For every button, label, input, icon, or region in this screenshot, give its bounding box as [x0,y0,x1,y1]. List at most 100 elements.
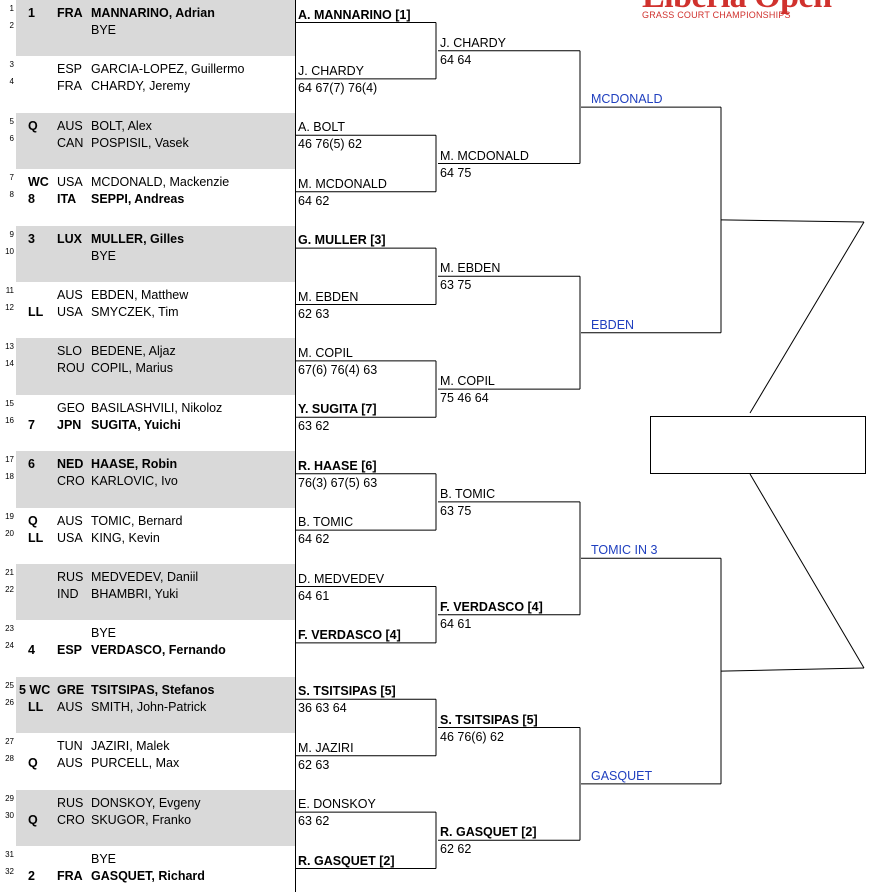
nationality: IND [57,587,79,601]
draw-position: 19 [5,511,14,521]
r2-score: 36 63 64 [298,701,347,716]
r3-winner: M. EBDEN [440,261,501,276]
qf-winner: TOMIC IN 3 [591,543,658,558]
player-name: BYE [91,852,117,866]
nationality: FRA [57,6,83,20]
player-name: POSPISIL, Vasek [91,135,189,150]
player-name: KING, Kevin [91,530,160,545]
match-shade [16,451,295,508]
nationality: LUX [57,231,82,246]
seed: Q [28,756,38,771]
nationality: GRE [57,682,85,697]
match-shade [16,225,295,282]
r3-winner: M. MCDONALD [440,148,529,163]
seed: LL [28,699,44,714]
qf-winner: GASQUET [591,768,653,783]
qf-winner: EBDEN [591,317,635,332]
draw-position: 13 [5,342,14,352]
nationality: FRA [57,79,82,94]
r2-score: 67(6) 76(4) 63 [298,362,378,377]
r2-winner: A. MANNARINO [1] [298,7,411,22]
r2-winner: M. JAZIRI [298,740,354,755]
draw-position: 3 [9,60,14,70]
player-name: HAASE, Robin [91,457,178,472]
r3-score: 62 62 [440,842,472,857]
seed: Q [28,812,38,827]
nationality: NED [57,457,84,472]
player-name: MULLER, Gilles [91,231,185,246]
draw-position: 7 [9,173,14,183]
draw-position: 16 [5,415,14,425]
draw-position: 15 [5,398,14,408]
r2-winner: Y. SUGITA [7] [298,402,377,417]
nationality: RUS [57,795,84,810]
nationality: AUS [57,513,83,528]
nationality: CRO [57,812,85,827]
player-name: MEDVEDEV, Daniil [91,570,199,584]
seed: LL [28,305,44,319]
player-name: BYE [91,626,117,641]
nationality: USA [57,175,83,190]
r2-winner: A. BOLT [298,120,346,135]
nationality: ESP [57,62,83,77]
r2-winner: M. EBDEN [298,289,359,304]
logo-subtitle: GRASS COURT CHAMPIONSHIPS [642,10,791,20]
draw-position: 21 [5,568,14,577]
r3-score: 64 64 [440,52,472,67]
draw-position: 23 [5,624,14,634]
nationality: CAN [57,135,84,150]
sf-diagonal [749,473,865,669]
draw-position: 10 [5,246,14,256]
r3-score: 75 46 64 [440,391,489,406]
r3-score: 64 61 [440,616,472,631]
player-name: VERDASCO, Fernando [91,643,226,658]
nationality: FRA [57,869,83,883]
player-name: GASQUET, Richard [91,869,205,883]
seed: 4 [28,643,35,658]
r2-winner: R. HAASE [6] [298,458,377,473]
seed: 8 [28,192,35,207]
r2-score: 63 62 [298,814,330,829]
nationality: USA [57,530,83,545]
player-name: CHARDY, Jeremy [91,79,191,94]
nationality: RUS [57,570,84,584]
player-name: BYE [91,248,117,263]
r2-winner: J. CHARDY [298,63,364,78]
seed: LL [28,530,44,545]
r2-winner: E. DONSKOY [298,797,376,812]
match-shade [16,676,295,734]
seed: 3 [28,231,35,246]
player-name: PURCELL, Max [91,756,180,771]
player-name: SEPPI, Andreas [91,192,185,207]
draw-position: 24 [5,641,14,651]
nationality: SLO [57,344,83,359]
match-shade [16,789,295,846]
nationality: TUN [57,739,83,754]
r3-winner: M. COPIL [440,374,495,389]
player-name: MCDONALD, Mackenzie [91,175,230,190]
draw-position: 30 [5,810,14,820]
draw-position: 27 [5,737,14,747]
draw-position: 29 [5,793,14,803]
nationality: AUS [57,118,83,133]
player-name: GARCIA-LOPEZ, Guillermo [91,62,245,77]
r3-score: 64 75 [440,165,472,180]
nationality: ITA [57,192,77,207]
sf-diagonal [749,221,865,414]
r2-winner: M. COPIL [298,345,353,360]
nationality: AUS [57,756,83,771]
draw-position: 6 [9,133,14,143]
draw-position: 2 [9,21,14,30]
r2-score: 76(3) 67(5) 63 [298,475,378,490]
nationality: CRO [57,474,85,489]
r2-winner: B. TOMIC [298,515,354,530]
seed: Q [28,513,38,528]
r2-score: 64 62 [298,532,330,547]
r3-score: 63 75 [440,503,472,518]
r2-score: 63 62 [298,419,330,434]
match-shade [16,112,295,170]
r2-winner: F. VERDASCO [4] [298,627,401,642]
r2-winner: D. MEDVEDEV [298,571,385,586]
nationality: AUS [57,288,83,302]
nationality: AUS [57,699,83,714]
